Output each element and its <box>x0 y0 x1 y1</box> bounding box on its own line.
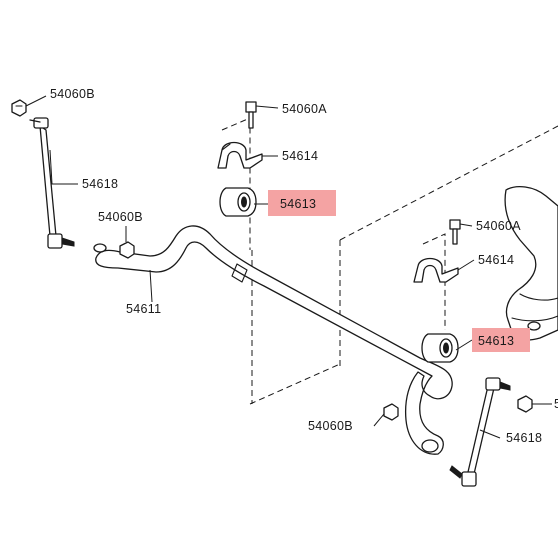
callout-stabilizer-bar: 54611 <box>126 302 161 316</box>
nut-left <box>119 241 135 259</box>
callout-bolt-right: 54060A <box>476 219 521 233</box>
callout-bushing-right: 54613 <box>478 334 514 348</box>
bushing-right <box>421 333 459 363</box>
callout-clamp-center: 54614 <box>282 149 318 163</box>
callout-nut-right-edge: 5 <box>554 397 558 411</box>
stabilizer-link-left <box>29 117 75 249</box>
callout-link-right: 54618 <box>506 431 542 445</box>
bolt-right <box>449 219 461 245</box>
nut-bottom <box>383 403 399 421</box>
bolt-center <box>245 101 257 129</box>
stabilizer-link-right <box>449 377 511 487</box>
callout-link-left: 54618 <box>82 177 118 191</box>
bushing-center <box>219 187 257 217</box>
assembly-boundary-right <box>422 233 446 330</box>
nut-right-edge <box>517 395 533 413</box>
leader-lines <box>25 95 552 439</box>
callout-bolt-top-left: 54060B <box>50 87 95 101</box>
clamp-right <box>413 257 459 283</box>
nut-top-left <box>11 99 27 117</box>
callout-nut-left: 54060B <box>98 210 143 224</box>
suspension-knuckle-fragment <box>504 185 558 341</box>
clamp-center <box>217 141 263 169</box>
stabilizer-bar <box>93 225 453 455</box>
callout-highlight-center <box>268 190 336 216</box>
callout-bolt-center: 54060A <box>282 102 327 116</box>
callout-nut-bottom: 54060B <box>308 419 353 433</box>
callout-highlight-right <box>472 328 530 352</box>
callout-clamp-right: 54614 <box>478 253 514 267</box>
callout-bushing-center: 54613 <box>280 197 316 211</box>
